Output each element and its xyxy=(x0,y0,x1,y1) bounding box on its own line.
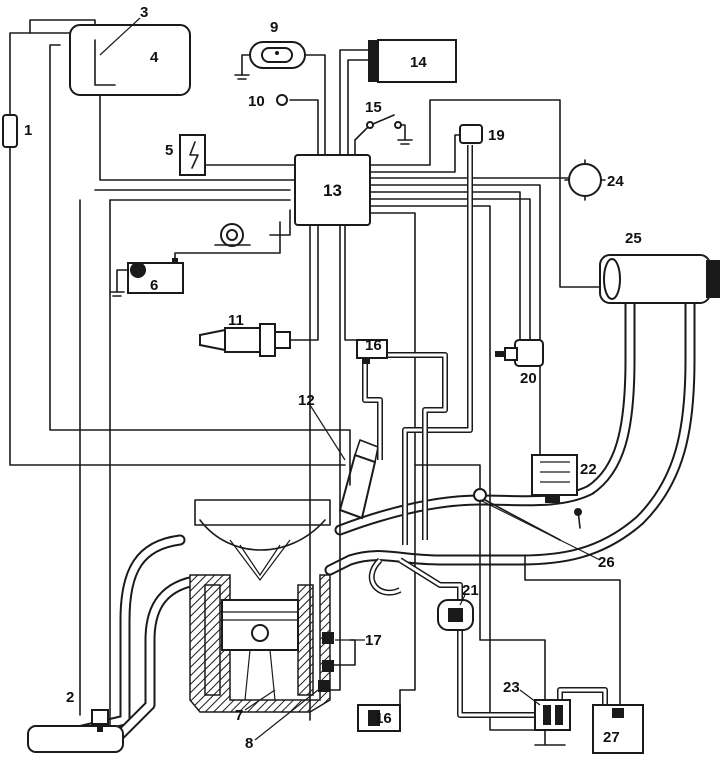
charcoal-canister xyxy=(592,704,644,754)
label-23: 23 xyxy=(503,679,520,696)
spark-plug xyxy=(199,323,291,357)
battery xyxy=(109,258,184,297)
label-8: 8 xyxy=(245,735,253,752)
label-13: 13 xyxy=(323,181,342,200)
sensor-16-lower xyxy=(357,704,401,732)
fuel-pump-relay xyxy=(214,223,251,247)
label-4: 4 xyxy=(150,49,159,66)
label-20: 20 xyxy=(520,370,537,387)
callout-leaders xyxy=(99,17,601,741)
label-25: 25 xyxy=(625,230,642,247)
label-6: 6 xyxy=(150,277,158,294)
label-12: 12 xyxy=(298,392,315,409)
label-2: 2 xyxy=(66,689,74,706)
label-16-upper: 16 xyxy=(365,337,382,354)
label-11: 11 xyxy=(228,312,244,329)
label-22: 22 xyxy=(580,461,597,478)
junction-26 xyxy=(473,488,487,502)
label-17: 17 xyxy=(365,632,382,649)
valve-21 xyxy=(437,599,474,631)
label-5: 5 xyxy=(165,142,173,159)
label-24: 24 xyxy=(607,173,624,190)
distributor xyxy=(564,159,606,201)
label-27: 27 xyxy=(603,729,620,746)
callout-labels: 1 2 3 4 5 6 7 8 9 10 11 12 13 14 15 16 1… xyxy=(24,4,642,752)
label-14: 14 xyxy=(410,54,427,71)
vacuum-valve-16-upper xyxy=(356,339,388,364)
idle-actuator xyxy=(495,339,544,367)
label-3: 3 xyxy=(140,4,148,21)
wiring-harness xyxy=(9,19,621,731)
engine-control-unit xyxy=(294,154,371,226)
label-16-lower: 16 xyxy=(375,710,392,727)
throttle-body xyxy=(531,454,582,529)
ignition-module xyxy=(179,134,206,176)
exhaust-tailpipe xyxy=(27,725,124,753)
exhaust-pipe xyxy=(27,534,206,753)
fuel-injector xyxy=(338,439,379,520)
label-10: 10 xyxy=(248,93,265,110)
evap-valve xyxy=(534,699,571,746)
component-19 xyxy=(459,124,483,144)
engine-block xyxy=(189,499,331,713)
connector-14 xyxy=(368,39,457,83)
switch-15 xyxy=(366,114,413,145)
oxygen-sensor xyxy=(91,709,109,732)
fuse xyxy=(2,114,18,148)
sensor-9 xyxy=(234,41,306,80)
label-9: 9 xyxy=(270,19,278,36)
label-7: 7 xyxy=(235,707,243,724)
label-21: 21 xyxy=(462,582,479,599)
label-15: 15 xyxy=(365,99,382,116)
air-filter-housing xyxy=(599,254,720,304)
label-19: 19 xyxy=(488,127,505,144)
label-26: 26 xyxy=(598,554,615,571)
diagnostic-terminal xyxy=(276,94,288,106)
fuel-tank xyxy=(69,24,191,96)
label-1: 1 xyxy=(24,122,32,139)
crank-sensor-17 xyxy=(318,632,334,692)
